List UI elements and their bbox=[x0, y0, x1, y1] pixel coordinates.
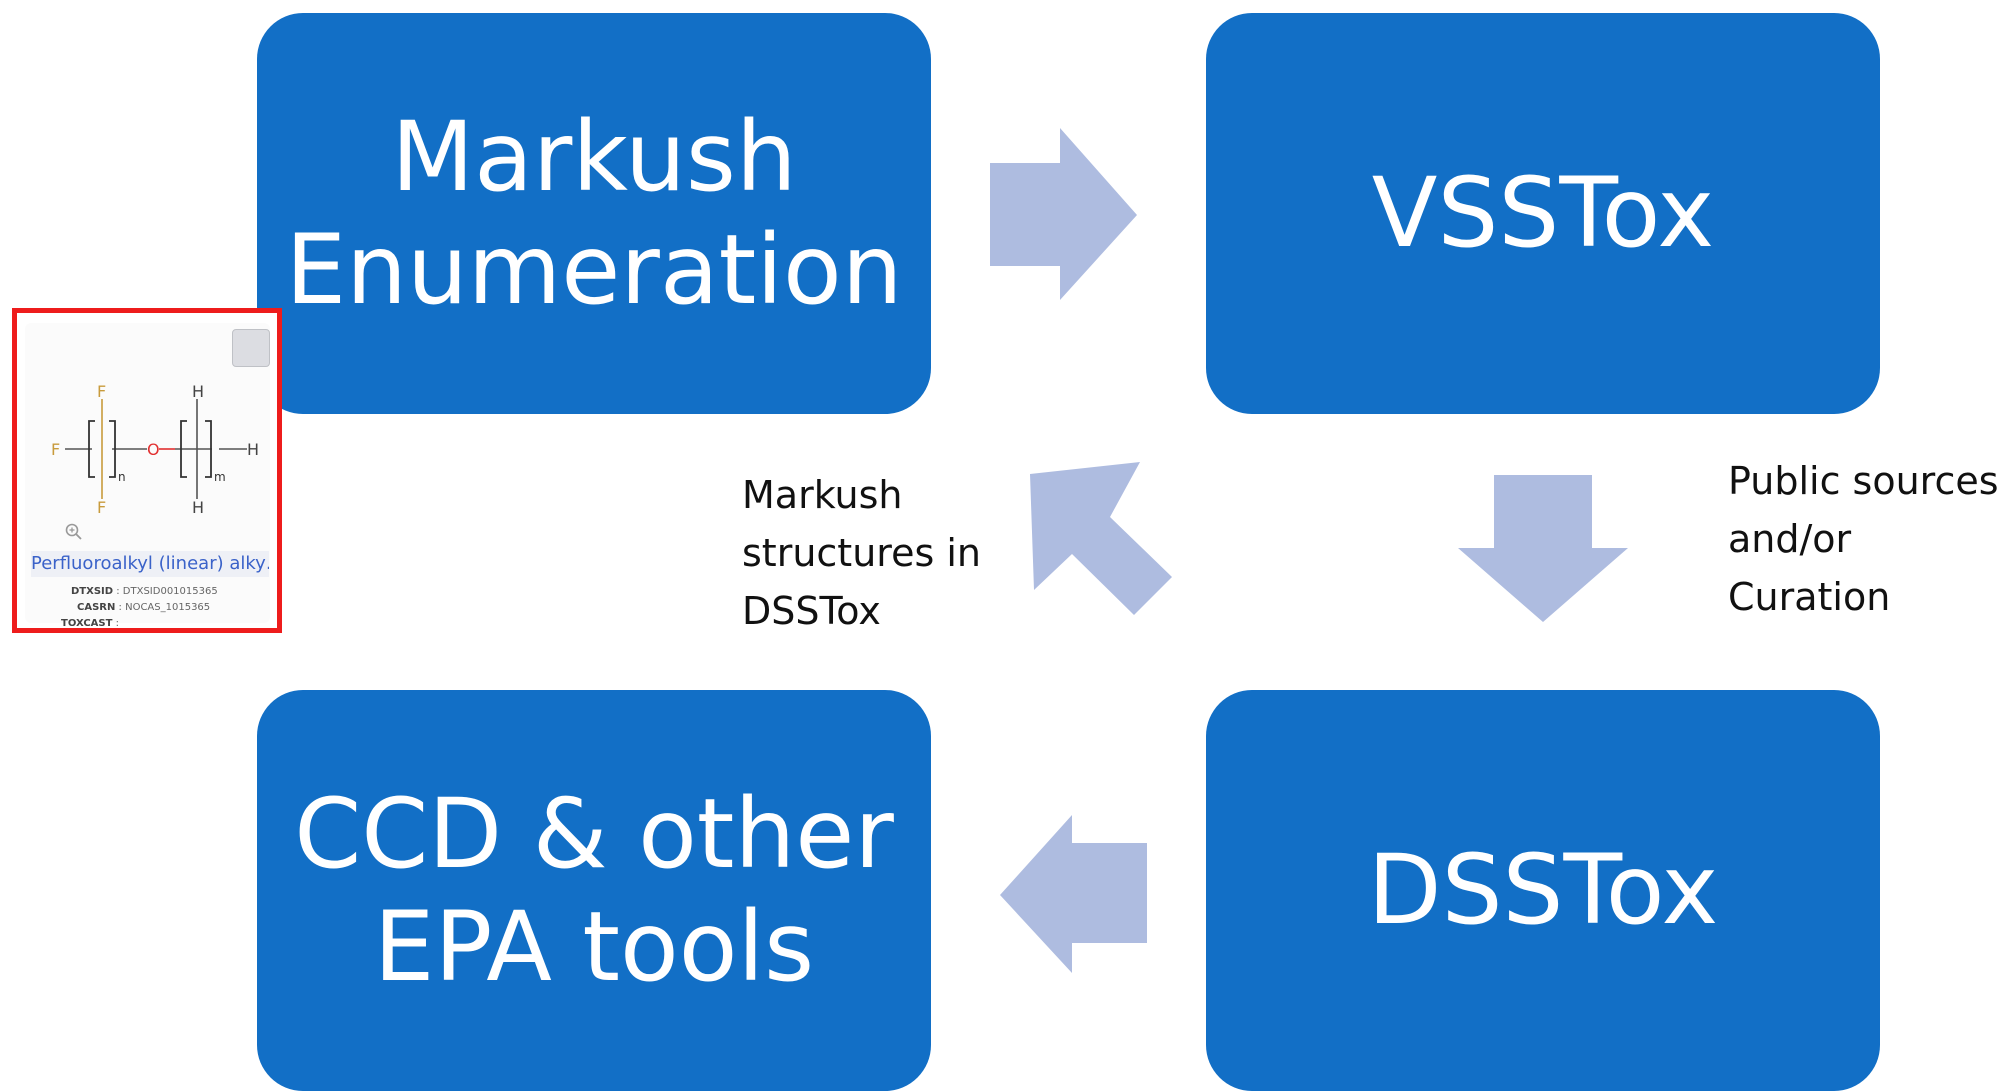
markush-structures-line-1: Markush bbox=[742, 473, 903, 517]
vsstox-box: VSSTox bbox=[1206, 13, 1880, 414]
toxcast-label: TOXCAST bbox=[61, 618, 113, 629]
public-sources-line-1: Public sources bbox=[1728, 459, 1999, 503]
atom-f-bottom: F bbox=[97, 498, 106, 516]
markush-enumeration-box: Markush Enumeration bbox=[257, 13, 931, 414]
atom-f-top: F bbox=[97, 382, 106, 401]
chemical-name-link[interactable]: Perfluoroalkyl (linear) alky… bbox=[31, 551, 269, 577]
casrn-label: CASRN bbox=[77, 602, 116, 613]
markush-structures-line-2: structures in bbox=[742, 531, 981, 575]
arrow-left bbox=[1000, 815, 1147, 973]
atom-h-right: H bbox=[247, 440, 259, 459]
casrn-value: NOCAS_1015365 bbox=[125, 602, 211, 613]
select-checkbox[interactable] bbox=[232, 329, 270, 367]
dsstox-box: DSSTox bbox=[1206, 690, 1880, 1091]
ccd-box-line-1: CCD & other bbox=[294, 778, 894, 891]
dsstox-box-label: DSSTox bbox=[1367, 834, 1719, 947]
markush-box-line-2: Enumeration bbox=[285, 213, 903, 326]
dtxsid-value[interactable]: DTXSID001015365 bbox=[122, 586, 218, 597]
chemical-structure-image: F F F O H H H n m bbox=[51, 382, 259, 516]
public-sources-line-3: Curation bbox=[1728, 575, 1891, 619]
subscript-n: n bbox=[118, 470, 126, 484]
markush-structures-label: Markush structures in DSSTox bbox=[742, 466, 981, 640]
ccd-box-line-2: EPA tools bbox=[373, 890, 815, 1003]
atom-h-top: H bbox=[192, 382, 204, 401]
vsstox-box-label: VSSTox bbox=[1371, 157, 1715, 270]
arrow-down bbox=[1458, 475, 1628, 622]
dtxsid-label: DTXSID bbox=[71, 586, 114, 597]
subscript-m: m bbox=[214, 470, 226, 484]
casrn-row: CASRN : NOCAS_1015365 bbox=[77, 602, 211, 613]
ccd-epa-tools-box: CCD & other EPA tools bbox=[257, 690, 931, 1091]
chemical-card[interactable]: F F F O H H H n m Perfluoroalkyl (linear… bbox=[12, 308, 282, 633]
markush-structures-line-3: DSSTox bbox=[742, 589, 881, 633]
public-sources-line-2: and/or bbox=[1728, 517, 1852, 561]
atom-f-left: F bbox=[51, 440, 60, 459]
zoom-icon[interactable] bbox=[65, 523, 83, 541]
markush-box-line-1: Markush bbox=[391, 101, 797, 214]
public-sources-label: Public sources and/or Curation bbox=[1728, 452, 1999, 626]
toxcast-row: TOXCAST : bbox=[61, 618, 119, 629]
dtxsid-row: DTXSID : DTXSID001015365 bbox=[71, 586, 218, 597]
chemical-card-body: F F F O H H H n m Perfluoroalkyl (linear… bbox=[25, 323, 270, 629]
atom-o: O bbox=[147, 440, 160, 459]
atom-h-bottom: H bbox=[192, 498, 204, 516]
arrow-up-left bbox=[1030, 462, 1172, 615]
arrow-right bbox=[990, 128, 1137, 300]
